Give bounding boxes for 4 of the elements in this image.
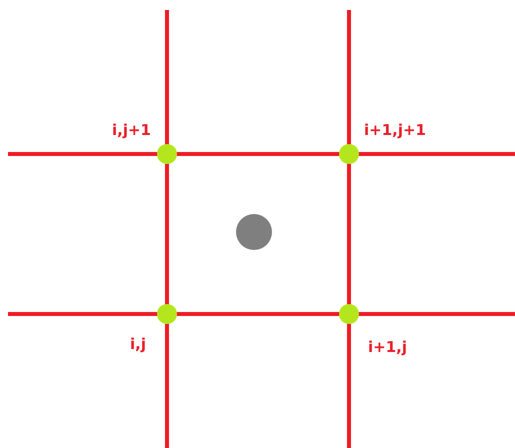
point-label: i,j (130, 335, 146, 353)
point-label: i,j+1 (112, 121, 151, 139)
point-label: i+1,j+1 (364, 121, 426, 139)
point-label: i+1,j (368, 338, 407, 356)
